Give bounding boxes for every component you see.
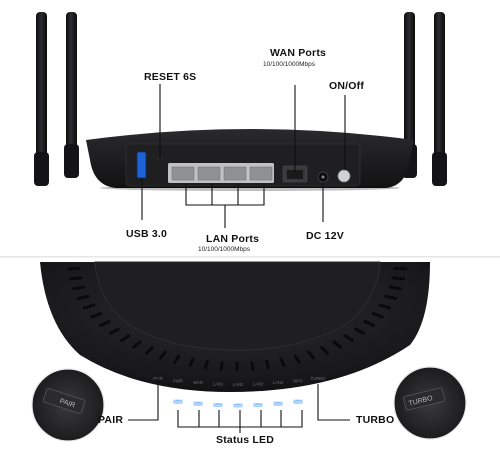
led-text-lan4: LAN4 — [273, 380, 284, 385]
on-off-label: ON/Off — [329, 80, 364, 92]
led-text-lan1: LAN1 — [213, 382, 224, 387]
vent-slot — [252, 363, 253, 370]
power-button[interactable] — [338, 170, 350, 182]
vent-slot — [393, 278, 403, 279]
wan-ports-label: WAN Ports — [270, 47, 326, 59]
lan-port-2[interactable] — [198, 167, 220, 180]
antenna-left-inner — [64, 12, 79, 178]
led-text-lan2: LAN2 — [233, 382, 244, 387]
led-text-wan: WAN — [193, 380, 203, 385]
router-rear-view — [34, 12, 447, 228]
lan-port-3[interactable] — [224, 167, 246, 180]
led-pwr — [175, 401, 181, 403]
antenna-left-outer — [34, 12, 49, 186]
zoom-pair-button: PAIR — [32, 369, 104, 441]
vent-slot — [390, 287, 400, 289]
vent-slot — [205, 361, 207, 367]
vent-slot — [267, 361, 269, 367]
led-lan2 — [235, 405, 241, 407]
led-text-turbo: TURBO — [311, 376, 326, 381]
vent-slot — [221, 363, 222, 370]
usb-port[interactable] — [137, 152, 146, 178]
lan-port-4[interactable] — [250, 167, 272, 180]
zoom-turbo-button: TURBO — [394, 367, 466, 439]
lan-ports-label: LAN Ports — [206, 233, 259, 245]
panel-divider — [0, 256, 500, 258]
vent-slot — [71, 278, 81, 279]
antenna-right-outer — [432, 12, 447, 186]
turbo-label: TURBO — [356, 414, 394, 426]
pair-label: PAIR — [98, 414, 123, 426]
led-lan4 — [275, 403, 281, 405]
usb-label: USB 3.0 — [126, 228, 167, 240]
led-lan3 — [255, 405, 261, 407]
led-text-wps: WPS — [293, 378, 303, 383]
led-wan — [195, 403, 201, 405]
led-lan1 — [215, 405, 221, 407]
lan-port-1[interactable] — [172, 167, 194, 180]
lan-speed-label: 10/100/1000Mbps — [198, 246, 250, 253]
wan-speed-label: 10/100/1000Mbps — [263, 61, 315, 68]
dc-label: DC 12V — [306, 230, 344, 242]
led-text-lan3: LAN3 — [253, 382, 264, 387]
vent-slot — [74, 287, 84, 289]
reset-label: RESET 6S — [144, 71, 196, 83]
led-text-pwr: PWR — [173, 378, 183, 383]
led-wps — [295, 401, 301, 403]
status-led-label: Status LED — [216, 434, 274, 446]
